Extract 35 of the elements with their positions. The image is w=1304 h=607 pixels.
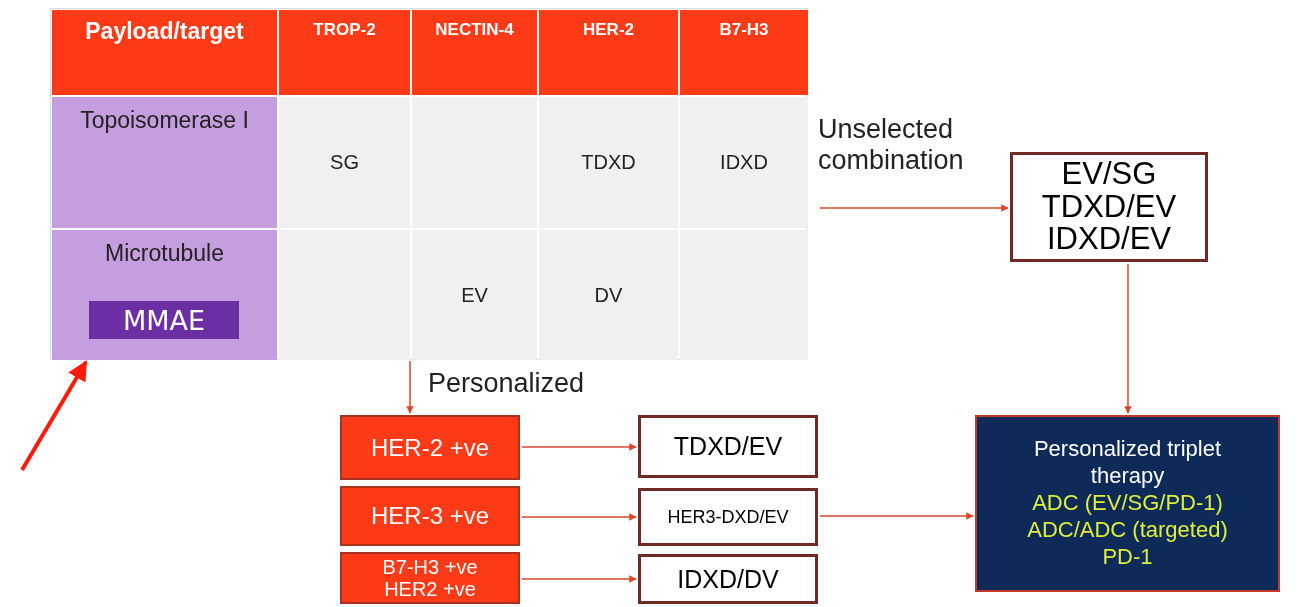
- table-cell: TDXD: [539, 97, 678, 228]
- table-cell: SG: [279, 97, 410, 228]
- table-header-cell: HER-2: [539, 10, 678, 95]
- biomarker-box: B7-H3 +ve HER2 +ve: [340, 552, 520, 604]
- edge-label: Unselected combination: [818, 114, 965, 177]
- table-header-cell: NECTIN-4: [412, 10, 537, 95]
- table-header-cell: B7-H3: [680, 10, 808, 95]
- therapy-item: ADC (EV/SG/PD-1): [1032, 490, 1223, 517]
- payload-badge: MMAE: [89, 301, 239, 339]
- table-row-header: Topoisomerase I: [52, 97, 277, 228]
- arrow: [20, 360, 88, 471]
- arrow: [819, 204, 1009, 212]
- arrow: [521, 443, 637, 451]
- table-cell: DV: [539, 230, 678, 360]
- arrow: [819, 512, 974, 520]
- arrow: [406, 360, 414, 414]
- biomarker-box: HER-3 +ve: [340, 486, 520, 546]
- arrow: [1124, 263, 1132, 414]
- table-cell: IDXD: [680, 97, 808, 228]
- arrow: [521, 513, 637, 521]
- payload-target-table: [50, 8, 808, 360]
- edge-label: Personalized: [428, 368, 585, 400]
- table-header-cell: TROP-2: [279, 10, 410, 95]
- therapy-box: [975, 415, 1280, 592]
- regimen-box: IDXD/DV: [638, 554, 818, 604]
- table-header-cell: Payload/target: [52, 10, 277, 95]
- therapy-item: PD-1: [1102, 543, 1153, 571]
- table-cell: EV: [412, 230, 537, 360]
- therapy-heading: Personalized triplet therapy: [1032, 436, 1223, 491]
- therapy-item: ADC/ADC (targeted): [1027, 516, 1228, 544]
- regimen-box: HER3-DXD/EV: [638, 488, 818, 546]
- regimen-box: TDXD/EV: [638, 415, 818, 478]
- biomarker-box: HER-2 +ve: [340, 415, 520, 480]
- combination-box: EV/SG TDXD/EV IDXD/EV: [1010, 152, 1208, 262]
- arrow: [521, 575, 637, 583]
